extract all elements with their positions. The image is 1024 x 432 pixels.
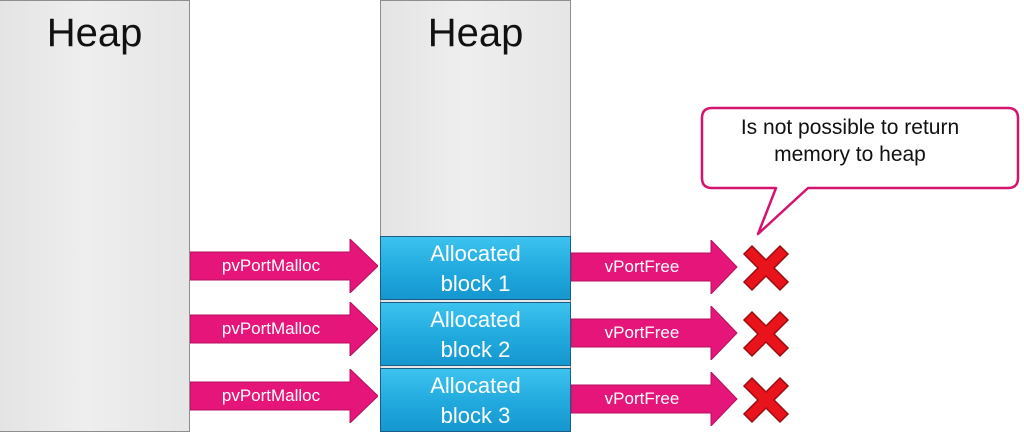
heap-left-title: Heap <box>46 11 143 55</box>
right-arrow-icon <box>571 306 738 360</box>
block-2-line1: Allocated <box>430 307 521 332</box>
free-arrow-3-label: vPortFree <box>604 389 680 408</box>
callout-line2: memory to heap <box>774 143 926 166</box>
block-2-line2: block 2 <box>440 337 511 362</box>
block-1-line1: Allocated <box>430 241 521 266</box>
allocated-block-3: Allocated block 3 <box>380 368 571 432</box>
red-x-icon <box>742 310 790 358</box>
red-x-icon <box>742 244 790 292</box>
free-arrow-3: vPortFree <box>571 372 759 426</box>
right-arrow-icon <box>190 239 378 293</box>
free-arrow-1: vPortFree <box>571 240 759 294</box>
malloc-arrow-3: pvPortMalloc <box>190 369 378 423</box>
block-3-line2: block 3 <box>440 403 511 428</box>
right-arrow-icon <box>571 240 738 294</box>
right-arrow-icon <box>190 369 378 423</box>
red-x-icon <box>742 376 790 424</box>
free-arrow-1-label: vPortFree <box>604 257 680 276</box>
allocated-block-2: Allocated block 2 <box>380 302 571 366</box>
heap-left: Heap <box>0 0 190 432</box>
block-1-line2: block 1 <box>440 271 511 296</box>
malloc-arrow-1: pvPortMalloc <box>190 239 378 293</box>
right-arrow-icon <box>190 302 378 356</box>
heap-right-title: Heap <box>427 11 524 55</box>
callout-bubble <box>700 106 1020 236</box>
block-3-line1: Allocated <box>430 373 521 398</box>
malloc-arrow-2-label: pvPortMalloc <box>221 319 321 338</box>
callout-text: Is not possible to return memory to heap <box>700 114 1000 168</box>
malloc-arrow-3-label: pvPortMalloc <box>221 386 321 405</box>
allocated-block-1: Allocated block 1 <box>380 236 571 300</box>
right-arrow-icon <box>571 372 738 426</box>
free-arrow-2: vPortFree <box>571 306 759 360</box>
malloc-arrow-2: pvPortMalloc <box>190 302 378 356</box>
malloc-arrow-1-label: pvPortMalloc <box>221 256 321 275</box>
free-arrow-2-label: vPortFree <box>604 323 680 342</box>
callout-line1: Is not possible to return <box>740 116 960 139</box>
